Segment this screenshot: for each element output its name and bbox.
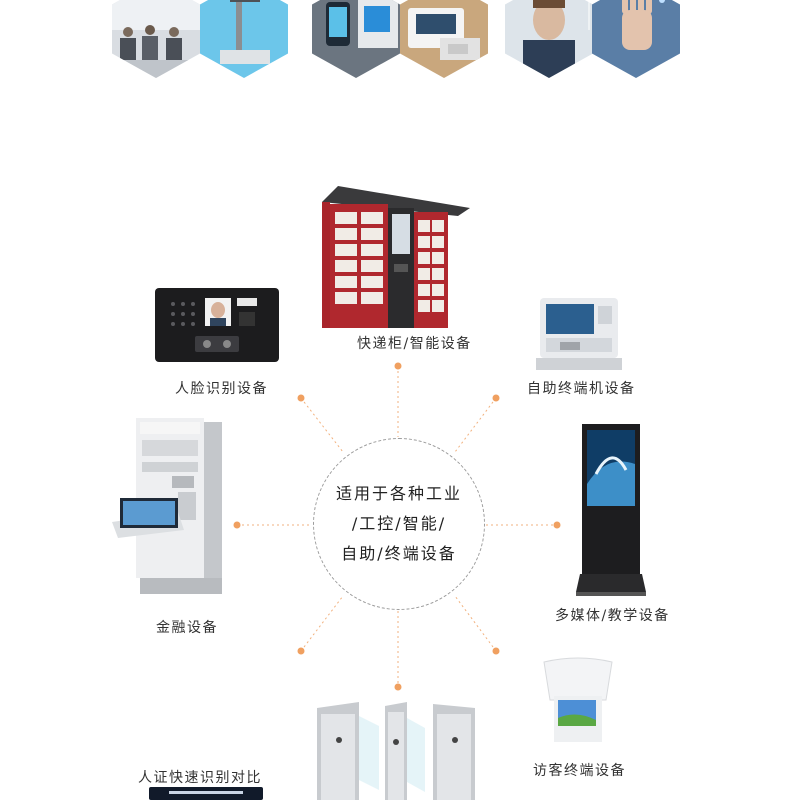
bank-atm-device bbox=[112, 418, 228, 594]
hexagon-photo-face bbox=[505, 0, 593, 78]
hexagon-photo-terminal bbox=[400, 0, 488, 78]
dot-bottom-left bbox=[297, 647, 305, 655]
hexagon-photo-icon bbox=[112, 0, 200, 78]
dot-top-left bbox=[297, 394, 305, 402]
hexagon-photo-office bbox=[112, 0, 200, 78]
visitor-terminal-device bbox=[540, 656, 616, 746]
face-terminal-icon bbox=[155, 288, 279, 362]
express-locker-icon bbox=[322, 186, 470, 328]
express-locker-device bbox=[318, 184, 473, 334]
hub-line-2: /工控/智能/ bbox=[351, 514, 447, 533]
label-media: 多媒体/教学设备 bbox=[555, 608, 670, 624]
self-service-kiosk-device bbox=[536, 296, 622, 370]
dot-bottom-right bbox=[492, 647, 500, 655]
label-visitor: 访客终端设备 bbox=[533, 763, 626, 779]
dot-left bbox=[233, 521, 241, 529]
hub-line-1: 适用于各种工业 bbox=[335, 484, 462, 503]
label-face: 人脸识别设备 bbox=[175, 381, 268, 397]
id-verify-device bbox=[149, 787, 263, 800]
visitor-terminal-icon bbox=[543, 657, 613, 742]
face-recognition-device bbox=[155, 288, 279, 362]
hexagon-photo-scanner bbox=[200, 0, 288, 78]
label-kiosk: 自助终端机设备 bbox=[527, 381, 636, 397]
dot-bottom bbox=[394, 683, 402, 691]
self-service-kiosk-icon bbox=[536, 298, 622, 370]
bank-atm-icon bbox=[112, 418, 222, 594]
label-finance: 金融设备 bbox=[156, 620, 218, 636]
digital-signage-device bbox=[576, 424, 646, 596]
hexagon-photo-phone-scan bbox=[312, 0, 400, 78]
turnstile-gate-device bbox=[315, 700, 495, 800]
dot-right bbox=[553, 521, 561, 529]
hexagon-photo-strip bbox=[0, 0, 790, 80]
hexagon-photo-hand bbox=[592, 0, 680, 78]
turnstile-gate-icon bbox=[317, 702, 475, 800]
hub-line-3: 自助/终端设备 bbox=[341, 544, 457, 563]
dot-top-right bbox=[492, 394, 500, 402]
id-verify-screen-icon bbox=[149, 787, 263, 800]
digital-signage-icon bbox=[576, 424, 646, 596]
dot-top bbox=[394, 362, 402, 370]
center-hub: 适用于各种工业 /工控/智能/ 自助/终端设备 bbox=[313, 438, 485, 610]
label-id-verify: 人证快速识别对比 bbox=[138, 770, 262, 786]
label-locker: 快递柜/智能设备 bbox=[357, 336, 472, 352]
